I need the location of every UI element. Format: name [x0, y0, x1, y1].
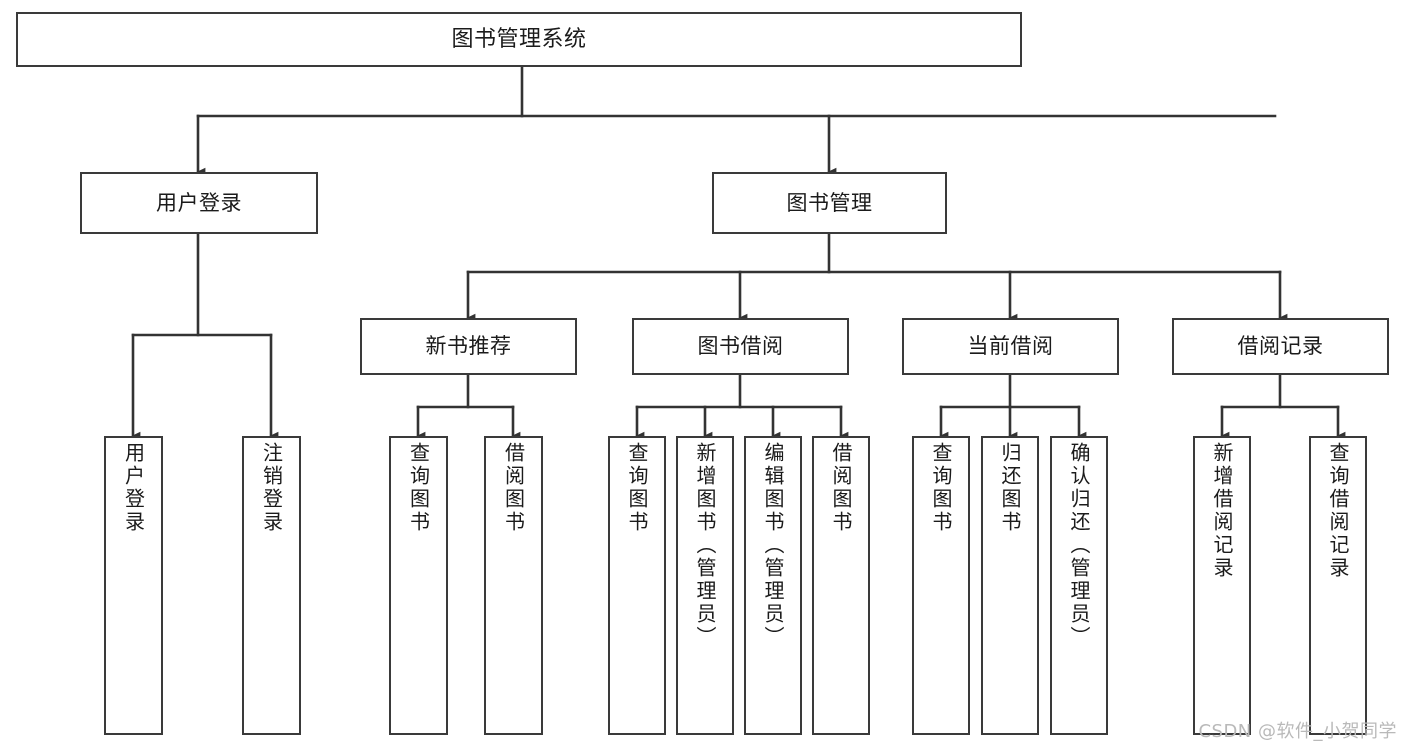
leaf-label: 归还图书: [998, 442, 1022, 534]
leaf-label: 编辑图书（管理员）: [761, 442, 785, 649]
node-current-borrow[interactable]: 当前借阅: [902, 318, 1119, 375]
node-book-management[interactable]: 图书管理: [712, 172, 947, 234]
watermark: CSDN @软件_小贺同学: [1198, 721, 1397, 742]
leaf-label: 新增借阅记录: [1210, 442, 1234, 580]
node-book-borrow[interactable]: 图书借阅: [632, 318, 849, 375]
node-current-borrow-label: 当前借阅: [967, 334, 1054, 359]
node-book-borrow-label: 图书借阅: [697, 334, 784, 359]
leaf-current-return-book[interactable]: 归还图书: [981, 436, 1039, 735]
leaf-label: 用户登录: [121, 442, 146, 534]
node-user-login-label: 用户登录: [156, 190, 242, 215]
node-book-management-label: 图书管理: [786, 190, 873, 215]
leaf-label: 确认归还（管理员）: [1067, 442, 1091, 649]
leaf-recommend-query-book[interactable]: 查询图书: [389, 436, 448, 735]
leaf-borrow-edit-book-admin[interactable]: 编辑图书（管理员）: [744, 436, 802, 735]
leaf-borrow-add-book-admin[interactable]: 新增图书（管理员）: [676, 436, 734, 735]
leaf-user-login-logout[interactable]: 注销登录: [242, 436, 301, 735]
leaf-current-confirm-return-admin[interactable]: 确认归还（管理员）: [1050, 436, 1108, 735]
node-borrow-record-label: 借阅记录: [1237, 334, 1324, 359]
leaf-label: 查询图书: [625, 442, 649, 534]
leaf-label: 查询图书: [929, 442, 953, 534]
leaf-label: 新增图书（管理员）: [693, 442, 717, 649]
leaf-borrow-query-book[interactable]: 查询图书: [608, 436, 666, 735]
leaf-label: 借阅图书: [829, 442, 853, 534]
node-new-book-recommend[interactable]: 新书推荐: [360, 318, 577, 375]
node-user-login[interactable]: 用户登录: [80, 172, 318, 234]
leaf-current-query-book[interactable]: 查询图书: [912, 436, 970, 735]
node-new-book-recommend-label: 新书推荐: [425, 334, 512, 359]
node-root[interactable]: 图书管理系统: [16, 12, 1022, 67]
leaf-label: 查询借阅记录: [1326, 442, 1350, 580]
leaf-label: 注销登录: [259, 442, 284, 534]
leaf-recommend-borrow-book[interactable]: 借阅图书: [484, 436, 543, 735]
node-borrow-record[interactable]: 借阅记录: [1172, 318, 1389, 375]
leaf-record-query-record[interactable]: 查询借阅记录: [1309, 436, 1367, 735]
leaf-borrow-borrow-book[interactable]: 借阅图书: [812, 436, 870, 735]
leaf-label: 借阅图书: [501, 442, 526, 534]
node-root-label: 图书管理系统: [451, 26, 587, 52]
leaf-user-login-login[interactable]: 用户登录: [104, 436, 163, 735]
leaf-label: 查询图书: [406, 442, 431, 534]
leaf-record-add-record[interactable]: 新增借阅记录: [1193, 436, 1251, 735]
